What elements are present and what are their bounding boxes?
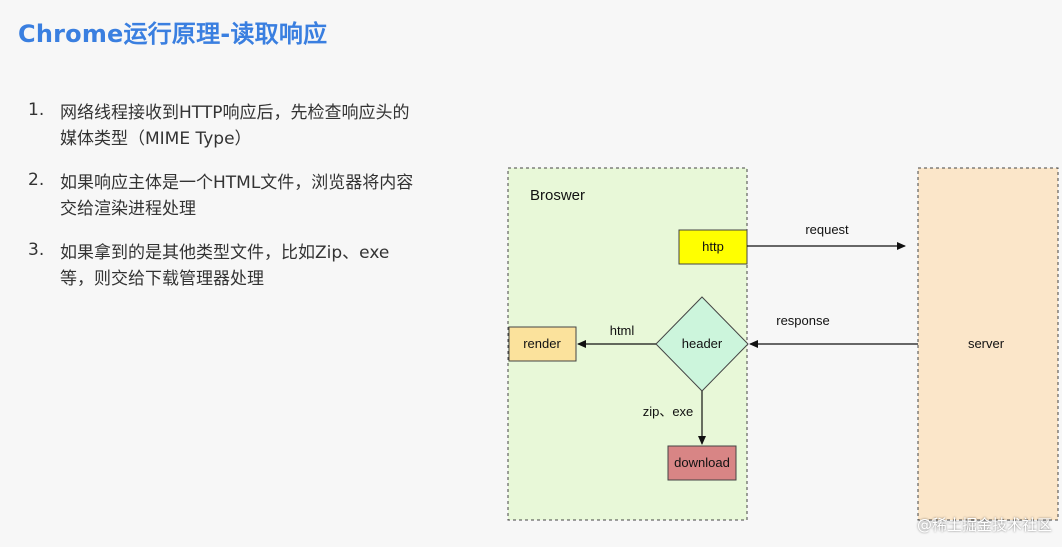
zip-exe-label: zip、exe	[643, 404, 694, 419]
download-label: download	[674, 455, 730, 470]
bullet-number: 3.	[28, 240, 45, 260]
bullet-item-1: 1. 网络线程接收到HTTP响应后，先检查响应头的媒体类型（MIME Type）	[28, 100, 418, 152]
request-label: request	[805, 222, 849, 237]
header-label: header	[682, 336, 723, 351]
bullet-number: 2.	[28, 170, 45, 190]
browser-label: Broswer	[530, 187, 585, 204]
http-node	[678, 229, 748, 265]
render-label: render	[523, 336, 561, 351]
bullet-list: 1. 网络线程接收到HTTP响应后，先检查响应头的媒体类型（MIME Type）…	[28, 100, 418, 310]
html-label: html	[610, 323, 635, 338]
response-label: response	[776, 313, 829, 328]
bullet-number: 1.	[28, 100, 45, 120]
bullet-text: 如果拿到的是其他类型文件，比如Zip、exe等，则交给下载管理器处理	[60, 243, 390, 289]
http-label: http	[702, 239, 724, 254]
server-container	[917, 167, 1059, 521]
bullet-item-3: 3. 如果拿到的是其他类型文件，比如Zip、exe等，则交给下载管理器处理	[28, 240, 418, 292]
bullet-text: 网络线程接收到HTTP响应后，先检查响应头的媒体类型（MIME Type）	[60, 103, 410, 149]
bullet-text: 如果响应主体是一个HTML文件，浏览器将内容交给渲染进程处理	[60, 173, 414, 219]
bullet-item-2: 2. 如果响应主体是一个HTML文件，浏览器将内容交给渲染进程处理	[28, 170, 418, 222]
download-node	[667, 445, 737, 481]
watermark: @稀土掘金技术社区	[916, 516, 1052, 534]
server-label: server	[968, 336, 1005, 351]
slide-title: Chrome运行原理-读取响应	[18, 20, 328, 48]
render-node	[508, 326, 577, 362]
